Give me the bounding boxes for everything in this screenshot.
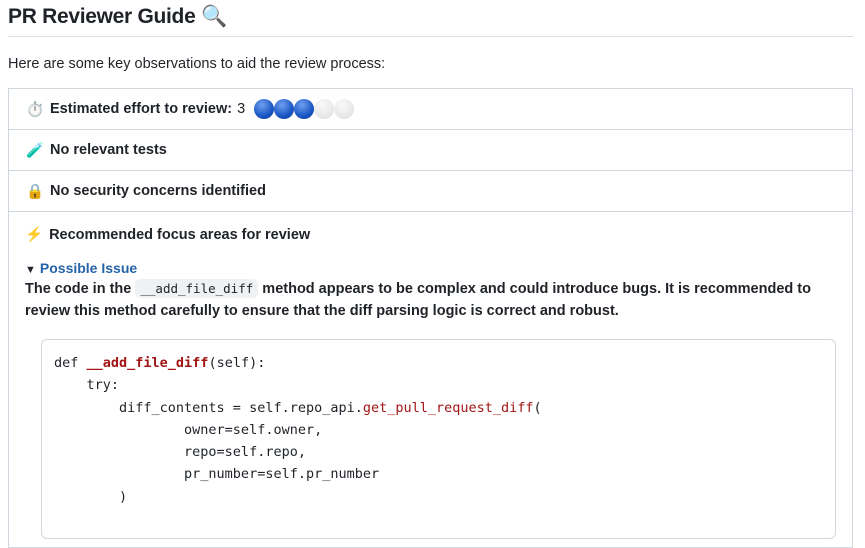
security-label: No security concerns identified — [50, 183, 266, 199]
effort-dot-filled — [254, 99, 275, 119]
tests-label: No relevant tests — [50, 142, 167, 158]
triangle-down-icon: ▼ — [25, 264, 36, 276]
magnifier-icon: 🔍 — [201, 5, 227, 28]
lock-icon: 🔒 — [25, 183, 45, 200]
focus-section: ⚡ Recommended focus areas for review ▼Pos… — [9, 212, 852, 539]
stopwatch-icon: ⏱️ — [25, 101, 45, 118]
effort-dot-empty — [314, 99, 335, 119]
review-table: ⏱️ Estimated effort to review: 3 🧪 No re… — [8, 88, 853, 548]
effort-dot-filled — [274, 99, 295, 119]
inline-code: __add_file_diff — [135, 279, 259, 298]
effort-row: ⏱️ Estimated effort to review: 3 — [9, 89, 852, 130]
effort-dot-empty — [334, 99, 355, 119]
lightning-icon: ⚡ — [25, 227, 44, 243]
effort-value: 3 — [237, 101, 246, 117]
test-tube-icon: 🧪 — [25, 142, 45, 159]
possible-issue-toggle[interactable]: ▼Possible Issue — [25, 260, 138, 276]
effort-dot-filled — [294, 99, 315, 119]
effort-label: Estimated effort to review: — [50, 101, 233, 117]
issue-description: The code in the __add_file_diff method a… — [25, 279, 811, 319]
divider — [8, 36, 853, 37]
focus-label: Recommended focus areas for review — [49, 226, 311, 243]
code-block: def __add_file_diff(self): try: diff_con… — [41, 339, 836, 539]
tests-row: 🧪 No relevant tests — [9, 130, 852, 171]
intro-text: Here are some key observations to aid th… — [8, 56, 386, 72]
effort-rating — [254, 99, 355, 119]
security-row: 🔒 No security concerns identified — [9, 171, 852, 212]
page-title: PR Reviewer Guide 🔍 — [8, 5, 227, 28]
